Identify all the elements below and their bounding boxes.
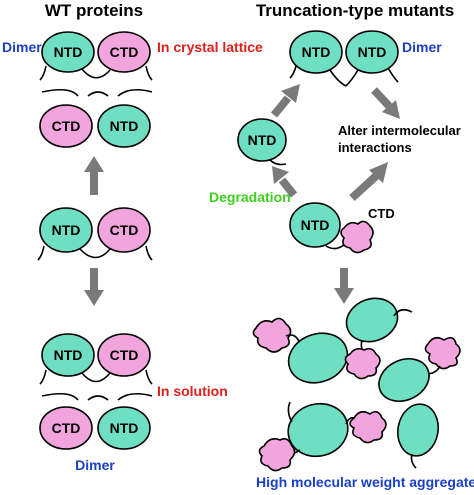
high-mw-aggregates-label: High molecular weight aggregates [256,474,474,490]
wt-solution-lower-right-tail [117,392,153,401]
in-crystal-lattice-label: In crystal lattice [157,39,263,55]
wt-lattice-upper-ctd-label: CTD [110,44,139,60]
wt-bottom-dimer-label: Dimer [75,457,115,473]
wt-solution-lower-linker [87,395,109,401]
title-truncation-mutants: Truncation-type mutants [256,1,454,20]
wt-solution-lower-left-tail [41,392,79,401]
wt-solution-upper-ntd [41,333,95,377]
arrow-to-alter [349,162,388,201]
mutant-central-truncated-ctd [340,220,374,254]
wt-lattice-lower-ctd [39,104,93,148]
wt-solution-upper-linker [81,372,111,383]
wt-middle-ctd [97,207,151,253]
mutant-top-ntd-right [345,30,399,74]
wt-lattice-lower-right-tail [117,88,153,97]
mutant-central-linker [325,243,346,250]
mutant-central-ntd [289,202,341,248]
arrow-to-aggregates [334,268,354,304]
wt-solution-lower-ctd [39,406,93,450]
mutant-top-dimer-group: NTD NTD [289,30,399,87]
wt-lattice-upper-ntd-label: NTD [54,44,83,60]
aggregate-ctd-2 [344,347,381,380]
mutant-degraded-ntd [237,118,287,162]
wt-lattice-upper-ctd [97,31,151,73]
wt-lattice-lower-ntd-label: NTD [110,118,139,134]
arrow-degradation [272,166,298,198]
arrow-dimer-to-alter [371,87,400,119]
wt-middle-right-tail [145,245,153,261]
wt-lattice-lower-ntd [97,104,151,148]
mutant-top-ntd-left [289,30,343,74]
wt-middle-ntd-label: NTD [52,222,81,238]
alter-interactions-line2: interactions [338,140,412,155]
aggregate-ntd-2 [345,297,399,343]
mutant-ctd-label: CTD [368,206,395,221]
wt-top-dimer-label: Dimer [2,39,42,55]
mutant-top-right-linker [345,69,359,87]
wt-middle-dimer-group: NTD CTD [37,207,153,261]
aggregate-ntd-5 [396,403,440,457]
mutant-top-ntd-left-label: NTD [302,44,331,60]
wt-solution-lower-ctd-label: CTD [52,420,81,436]
wt-solution-lower-ntd-label: NTD [110,420,139,436]
wt-middle-ntd [39,207,93,253]
aggregates-group [252,297,461,472]
aggregate-linker-2a [393,308,413,317]
arrow-wt-down [84,268,104,306]
wt-middle-linker [79,248,111,259]
aggregate-ntd-3 [378,358,430,402]
wt-solution-upper-ctd [97,333,151,377]
mutant-central-group: NTD [289,202,374,254]
mutant-dimer-label: Dimer [402,39,442,55]
arrow-to-mutant-dimer [270,84,300,118]
wt-lattice-upper-right-tail [145,65,153,81]
wt-solution-lower-ntd [97,406,151,450]
wt-solution-upper-ntd-label: NTD [54,347,83,363]
wt-lattice-upper-linker [81,68,111,79]
wt-solution-upper-right-tail [145,369,153,385]
mutant-central-ntd-label: NTD [301,217,330,233]
degradation-label: Degradation [209,189,291,205]
wt-lattice-upper-ntd [41,31,95,73]
aggregate-ctd-5 [349,410,387,444]
aggregate-ctd-4 [258,438,296,472]
aggregate-ctd-3 [424,336,461,370]
wt-crystal-lattice-group: NTD CTD CTD NTD [39,31,153,148]
wt-lattice-lower-linker [87,91,109,97]
mutant-degraded-tail [269,159,287,166]
mutant-top-left-tail [289,65,297,79]
wt-solution-group: NTD CTD CTD NTD [39,333,153,450]
alter-interactions-line1: Alter intermolecular [338,123,461,138]
mutant-degraded-ntd-label: NTD [248,132,277,148]
aggregate-ctd-1 [252,317,292,353]
in-solution-label: In solution [157,383,228,399]
wt-solution-upper-left-tail [39,369,47,385]
mutant-top-ntd-right-label: NTD [358,44,387,60]
title-wt-proteins: WT proteins [45,1,143,20]
wt-middle-ctd-label: CTD [110,222,139,238]
mutant-top-right-tail [387,67,399,83]
wt-lattice-lower-left-tail [41,88,79,97]
wt-middle-left-tail [37,245,45,261]
wt-lattice-upper-left-tail [39,65,47,81]
wt-solution-upper-ctd-label: CTD [110,347,139,363]
aggregate-ntd-1 [287,332,349,384]
aggregate-linker-6 [410,453,417,469]
aggregate-linker-4a [287,401,293,423]
mutant-top-left-linker [329,69,347,87]
arrow-wt-up [84,156,104,195]
mutant-degraded-ntd-group: NTD [237,118,287,166]
wt-lattice-lower-ctd-label: CTD [52,118,81,134]
